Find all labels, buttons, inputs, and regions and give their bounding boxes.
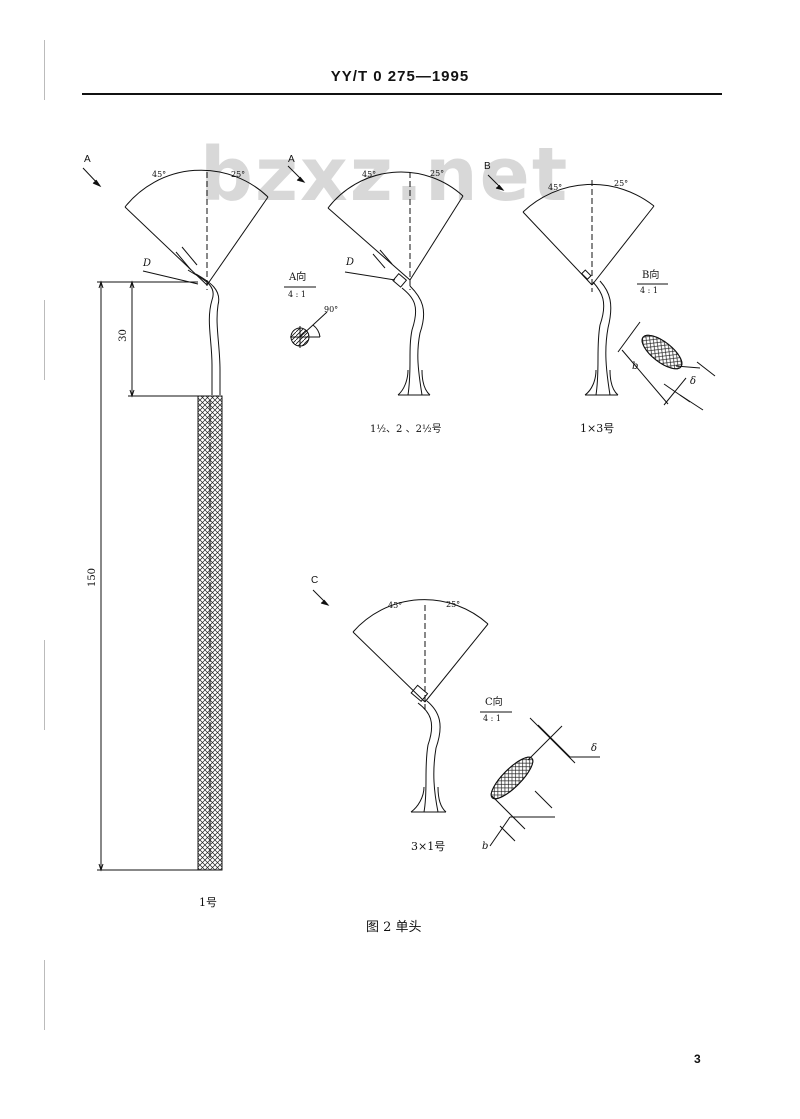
scan-margin-mark [44,300,45,380]
section-c-scale: 4 : 1 [483,714,501,723]
tool-1-drawing [82,167,269,872]
diameter-d-label: D [143,258,152,269]
section-b-scale: 4 : 1 [640,286,658,295]
tool-label-1x3: 1×3号 [580,422,615,435]
figure-caption: 图 2 单头 [366,920,422,935]
section-c-dim-b: b [482,841,489,852]
page-number: 3 [694,1052,701,1066]
header-rule [82,93,722,95]
section-a-angle: 90° [324,305,339,314]
angle-left-label-3: 45° [548,183,563,192]
watermark: bzxz.net [200,132,570,218]
tool-1.5-2.5-drawing [287,165,464,396]
section-b-dim-delta: δ [690,376,697,387]
dim-handle-length: 150 [87,567,99,588]
tool-label-1: 1号 [199,896,217,909]
angle-right-label: 25° [231,170,246,179]
angle-left-label: 45° [152,170,167,179]
view-arrow-label-a: A [84,154,91,165]
view-arrow-label-b: B [484,161,491,172]
section-a-scale: 4 : 1 [288,290,306,299]
dim-neck-length: 30 [117,329,129,342]
tool-1x3-drawing [487,174,655,396]
tool-label-3x1: 3×1号 [411,840,446,853]
diameter-d-label-2: D [346,257,355,268]
angle-right-label-2: 25° [430,169,445,178]
scan-margin-mark [44,640,45,730]
view-arrow-label-a-2: A [288,154,295,165]
tool-3x1-drawing [312,589,489,813]
tool-label-1.5-2.5: 1½、2 、2½号 [370,424,442,435]
angle-right-label-4: 25° [446,600,461,609]
angle-right-label-3: 25° [614,179,629,188]
section-a-title: A向 [289,272,307,283]
section-c-title: C向 [485,697,503,708]
section-b-dim-b: b [632,361,639,372]
scan-margin-mark [44,40,45,100]
section-a-view [284,286,328,348]
section-b-view [617,283,716,411]
section-c-view [480,711,600,847]
scan-margin-mark [44,960,45,1030]
angle-left-label-4: 45° [388,601,403,610]
section-b-title: B向 [642,270,660,281]
angle-left-label-2: 45° [362,170,377,179]
section-c-dim-delta: δ [591,743,598,754]
standard-number-header: YY/T 0 275—1995 [330,68,470,85]
view-arrow-label-c: C [311,575,319,586]
